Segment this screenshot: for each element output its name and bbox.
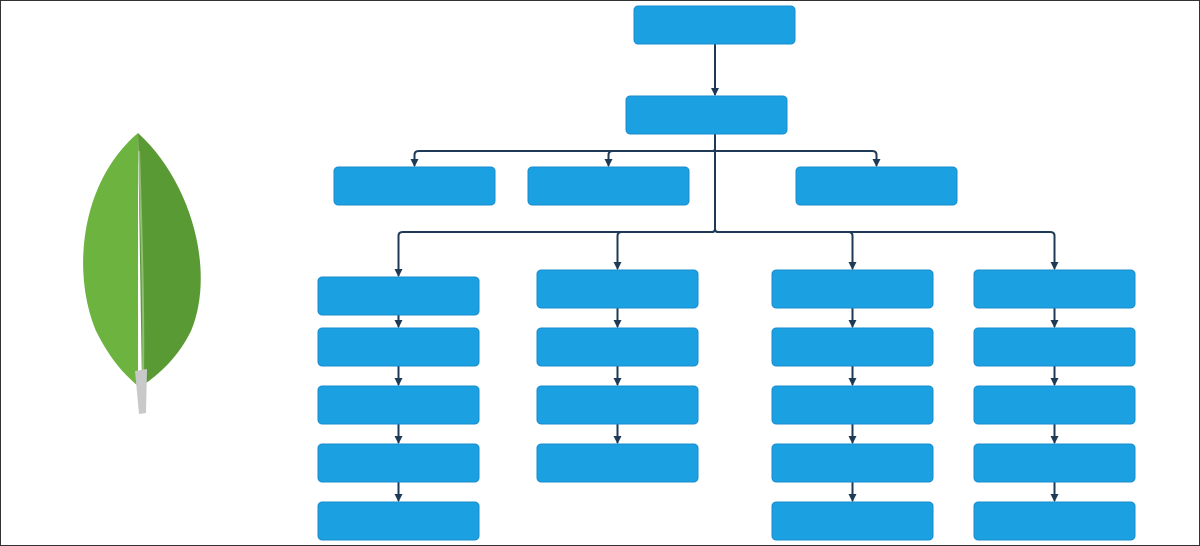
connector-level3 xyxy=(714,228,1059,270)
connector-level3 xyxy=(613,228,716,270)
level2-node xyxy=(333,166,496,206)
level2-node xyxy=(527,166,690,206)
chain-node xyxy=(771,327,934,367)
chain-node xyxy=(771,385,934,425)
chain-node xyxy=(973,501,1136,541)
connector-level3 xyxy=(714,228,857,270)
chain-node xyxy=(317,327,480,367)
chain-node xyxy=(973,385,1136,425)
level2-node xyxy=(795,166,958,206)
chain-node xyxy=(317,501,480,541)
level1-node xyxy=(625,95,788,135)
chain-node xyxy=(317,276,480,316)
chain-node xyxy=(536,443,699,483)
chain-node xyxy=(973,327,1136,367)
chain-node xyxy=(771,269,934,309)
chain-node xyxy=(536,385,699,425)
chain-node xyxy=(317,385,480,425)
connector-level2 xyxy=(712,134,881,167)
chain-node xyxy=(973,269,1136,309)
chain-node xyxy=(771,443,934,483)
chain-node xyxy=(771,501,934,541)
connector-level2 xyxy=(604,134,716,167)
connector-level3 xyxy=(394,228,716,277)
leaf-logo xyxy=(83,133,201,414)
connectors xyxy=(394,44,1059,502)
nodes xyxy=(317,5,1136,541)
chain-node xyxy=(536,269,699,309)
chain-node xyxy=(317,443,480,483)
chain-node xyxy=(536,327,699,367)
root-node xyxy=(633,5,796,45)
chain-node xyxy=(973,443,1136,483)
